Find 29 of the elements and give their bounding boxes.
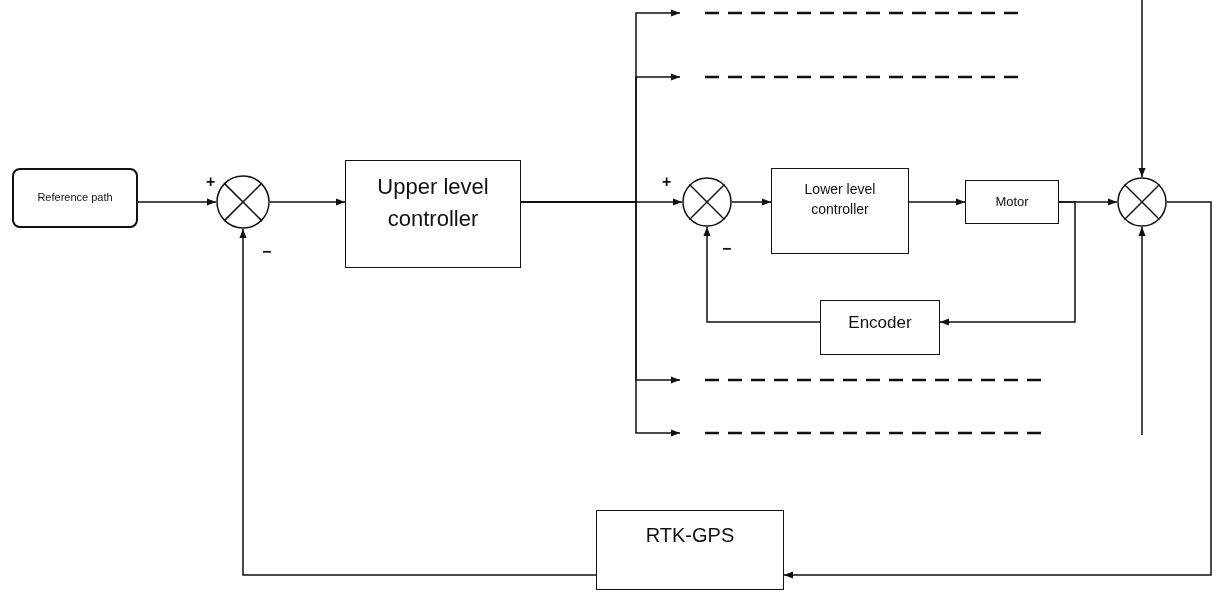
box-label: Motor <box>995 192 1029 211</box>
sign-label: + <box>206 174 216 190</box>
summing-junction <box>1117 177 1167 227</box>
arrow <box>137 198 217 206</box>
box-label: Upper level controller <box>376 173 490 233</box>
arrow <box>1138 0 1146 178</box>
sign-label: + <box>662 174 672 190</box>
box-label: RTK-GPS <box>645 523 735 548</box>
arrow <box>1138 226 1146 436</box>
process-box <box>345 160 521 268</box>
arrow <box>703 226 821 323</box>
arrow <box>939 201 1076 326</box>
process-box <box>965 180 1059 224</box>
box-label: Reference path <box>37 190 113 206</box>
arrow <box>908 198 966 206</box>
box-label: Encoder <box>848 312 912 334</box>
box-label: Lower level controller <box>803 180 877 220</box>
summing-junction <box>682 177 732 227</box>
sign-label: − <box>722 241 732 257</box>
sign-label: − <box>262 244 272 260</box>
process-box <box>820 300 940 355</box>
start-box <box>12 168 138 228</box>
arrow <box>731 198 772 206</box>
process-box <box>596 510 784 590</box>
summing-junction <box>216 175 270 229</box>
arrow <box>783 201 1212 579</box>
arrow <box>269 198 346 206</box>
process-box <box>771 168 909 254</box>
arrow <box>239 228 597 576</box>
